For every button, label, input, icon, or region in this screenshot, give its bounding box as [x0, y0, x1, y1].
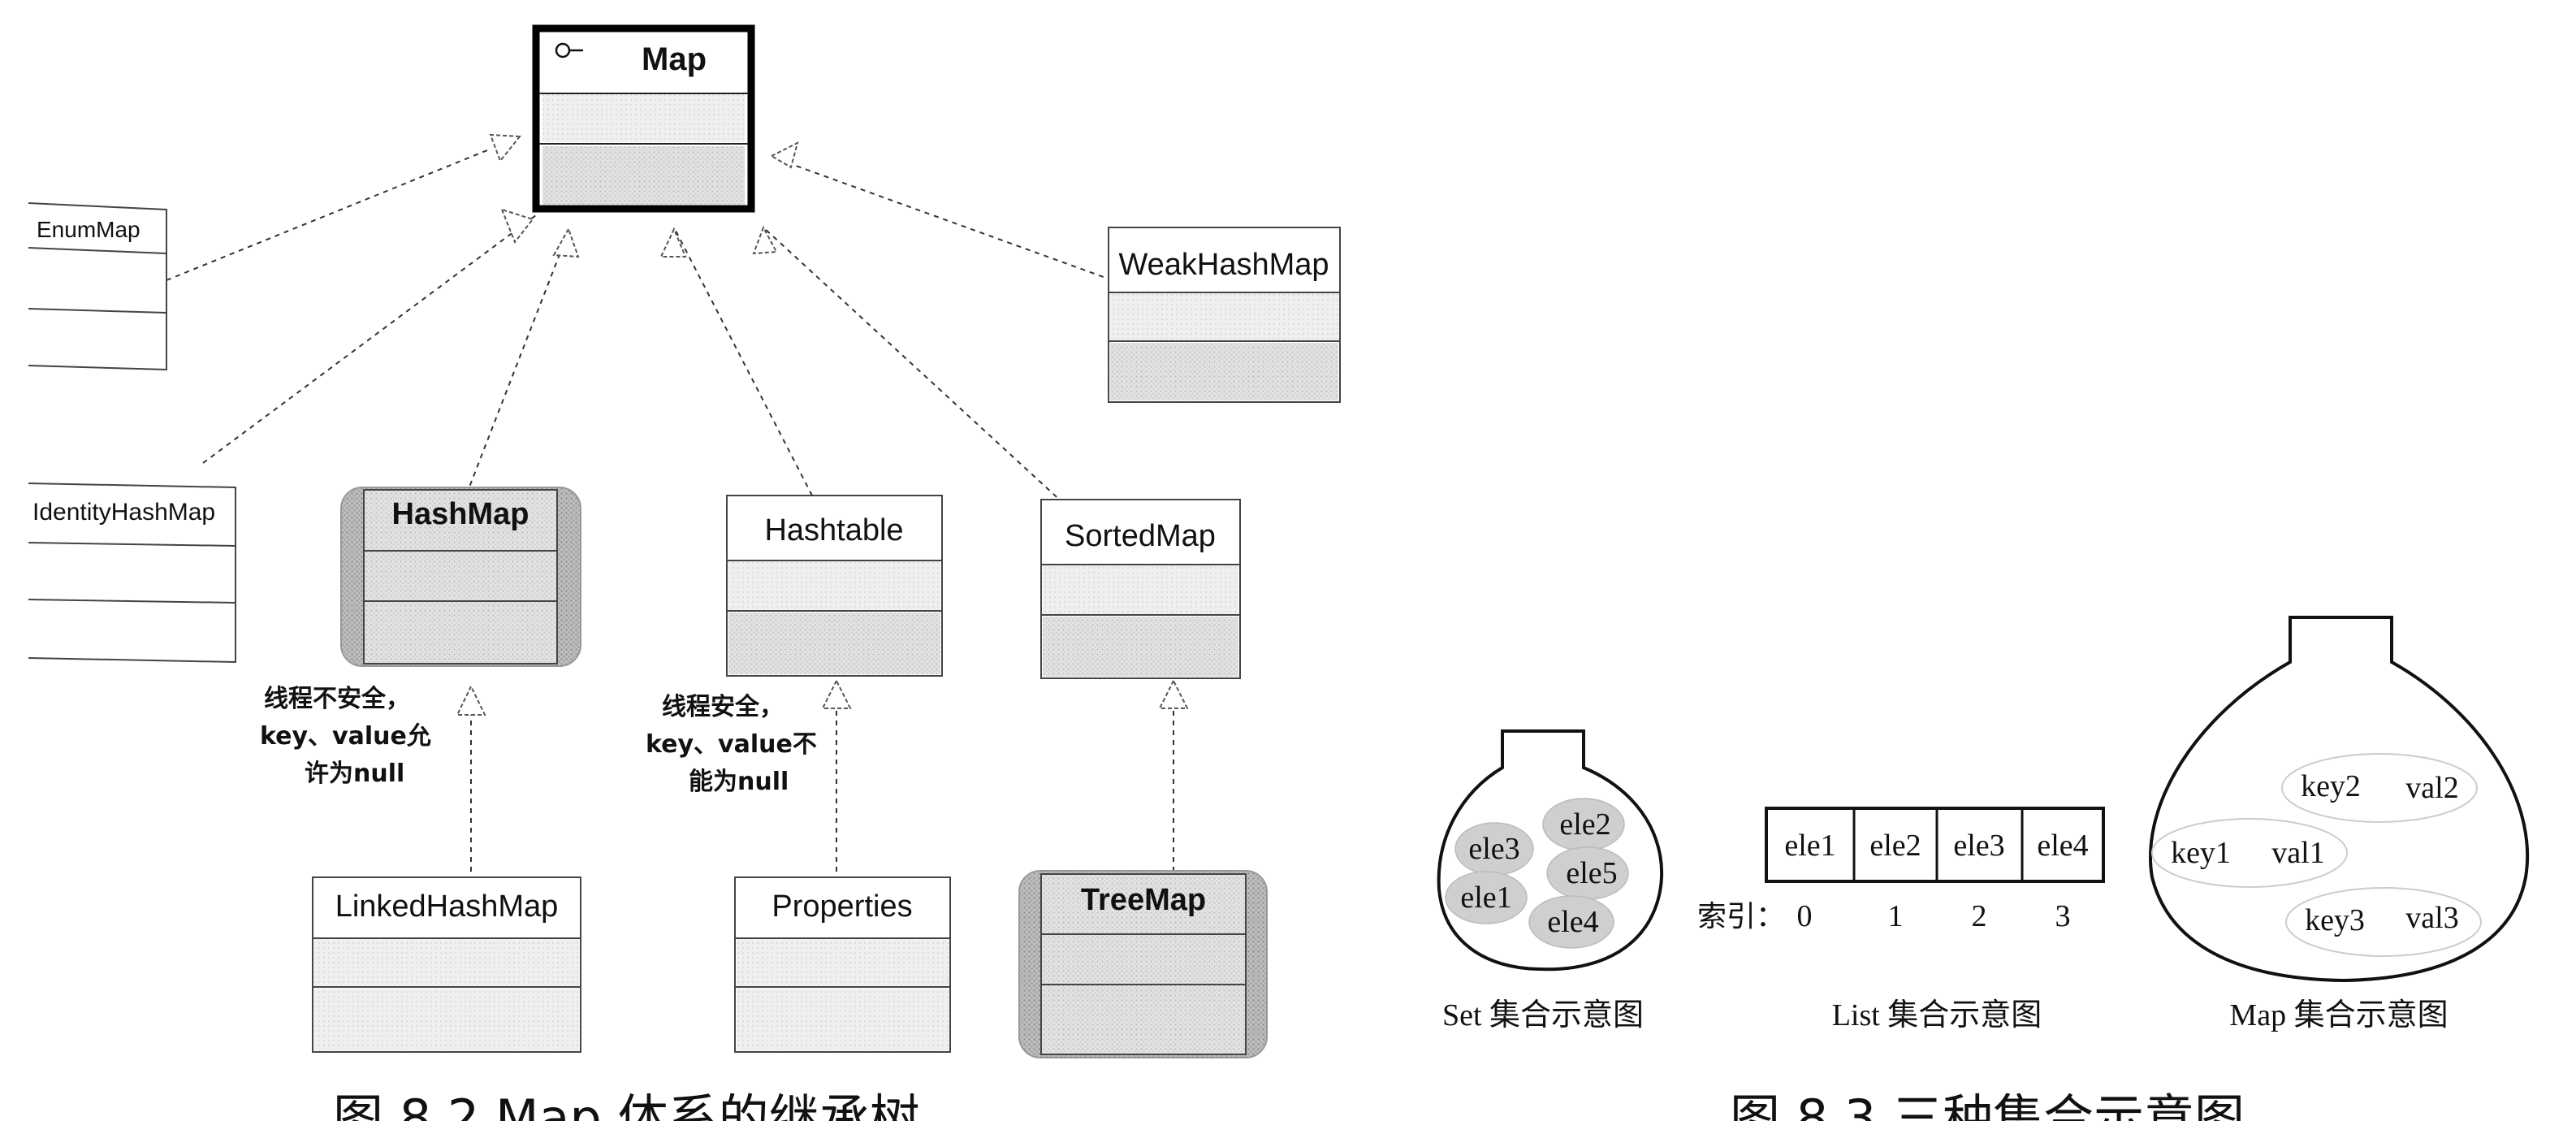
class-weakhashmap: WeakHashMap: [1108, 227, 1341, 403]
map-val-2: val1: [2271, 836, 2324, 870]
class-map-name: Map: [642, 41, 707, 77]
set-element-3: ele5: [1566, 856, 1617, 890]
map-key-2: key1: [2171, 836, 2231, 870]
list-index-2: 2: [1972, 899, 1987, 933]
class-linkedhashmap: LinkedHashMap: [312, 876, 581, 1053]
list-index-0: 0: [1797, 899, 1813, 933]
class-properties-name: Properties: [772, 889, 912, 924]
class-map: Map: [532, 24, 755, 213]
hashtable-note-line-1: 线程安全，: [662, 693, 784, 721]
class-sortedmap: SortedMap: [1040, 499, 1241, 679]
class-hashtable: Hashtable: [726, 495, 943, 677]
class-hashmap: HashMap: [340, 487, 581, 667]
set-element-2: ele2: [1559, 807, 1610, 842]
list-index-3: 3: [2055, 899, 2071, 933]
hashmap-note: 线程不安全， key、value允 许为null: [260, 685, 431, 788]
collections-diagram-caption: 图 8.3 三种集合示意图: [1730, 1089, 2245, 1121]
map-bag-outline: [2149, 616, 2530, 983]
hashmap-note-line-1: 线程不安全，: [264, 685, 410, 713]
set-caption: Set 集合示意图: [1442, 998, 1644, 1032]
class-properties: Properties: [734, 876, 951, 1053]
set-element-1: ele3: [1468, 832, 1519, 866]
map-inheritance-diagram: Map EnumMap WeakHashMap IdentityHashMap: [28, 24, 1341, 1121]
set-element-4: ele1: [1460, 881, 1511, 915]
map-key-3: key3: [2305, 903, 2365, 937]
inheritance-arrowheads: [456, 133, 1189, 716]
map-diagram-caption: 图 8.2 Map 体系的继承树: [333, 1089, 920, 1121]
list-element-3: ele3: [1953, 829, 2004, 863]
map-caption: Map 集合示意图: [2229, 998, 2448, 1032]
map-val-1: val2: [2405, 771, 2458, 805]
class-enummap-name: EnumMap: [37, 217, 140, 242]
class-identityhashmap: IdentityHashMap: [28, 483, 236, 664]
interface-lollipop-icon: [555, 42, 583, 58]
collections-diagram: ele3 ele2 ele5 ele1 ele4 Set 集合示意图 ele1 …: [1437, 616, 2530, 1121]
list-diagram: ele1 ele2 ele3 ele4 索引： 0 1 2 3 List 集合示…: [1697, 807, 2105, 1032]
map-diagram: key2 val2 key1 val1 key3 val3 Map 集合示意图: [2149, 616, 2530, 1032]
hashtable-note-line-2: key、value不: [646, 730, 817, 759]
list-index-1: 1: [1888, 899, 1904, 933]
class-treemap: TreeMap: [1018, 870, 1268, 1058]
inheritance-lines: [166, 149, 1174, 881]
list-element-1: ele1: [1784, 829, 1835, 863]
list-caption: List 集合示意图: [1832, 998, 2042, 1032]
set-diagram: ele3 ele2 ele5 ele1 ele4 Set 集合示意图: [1437, 729, 1664, 1032]
class-hashmap-name: HashMap: [392, 497, 529, 531]
list-element-4: ele4: [2037, 829, 2088, 863]
list-index-label: 索引：: [1697, 900, 1785, 933]
class-identityhashmap-name: IdentityHashMap: [32, 499, 215, 526]
set-element-5: ele4: [1547, 905, 1598, 939]
hashtable-note-line-3: 能为null: [689, 768, 789, 796]
hashmap-note-line-3: 许为null: [305, 760, 404, 788]
hashtable-note: 线程安全， key、value不 能为null: [646, 693, 817, 796]
class-weakhashmap-name: WeakHashMap: [1118, 248, 1329, 282]
class-hashtable-name: Hashtable: [764, 513, 903, 548]
map-val-3: val3: [2405, 901, 2458, 935]
map-key-1: key2: [2301, 769, 2361, 803]
class-linkedhashmap-name: LinkedHashMap: [335, 889, 559, 924]
class-enummap: EnumMap: [28, 202, 167, 371]
class-treemap-name: TreeMap: [1081, 883, 1206, 917]
hashmap-note-line-2: key、value允: [260, 722, 431, 751]
class-sortedmap-name: SortedMap: [1065, 519, 1216, 553]
list-element-2: ele2: [1869, 829, 1921, 863]
